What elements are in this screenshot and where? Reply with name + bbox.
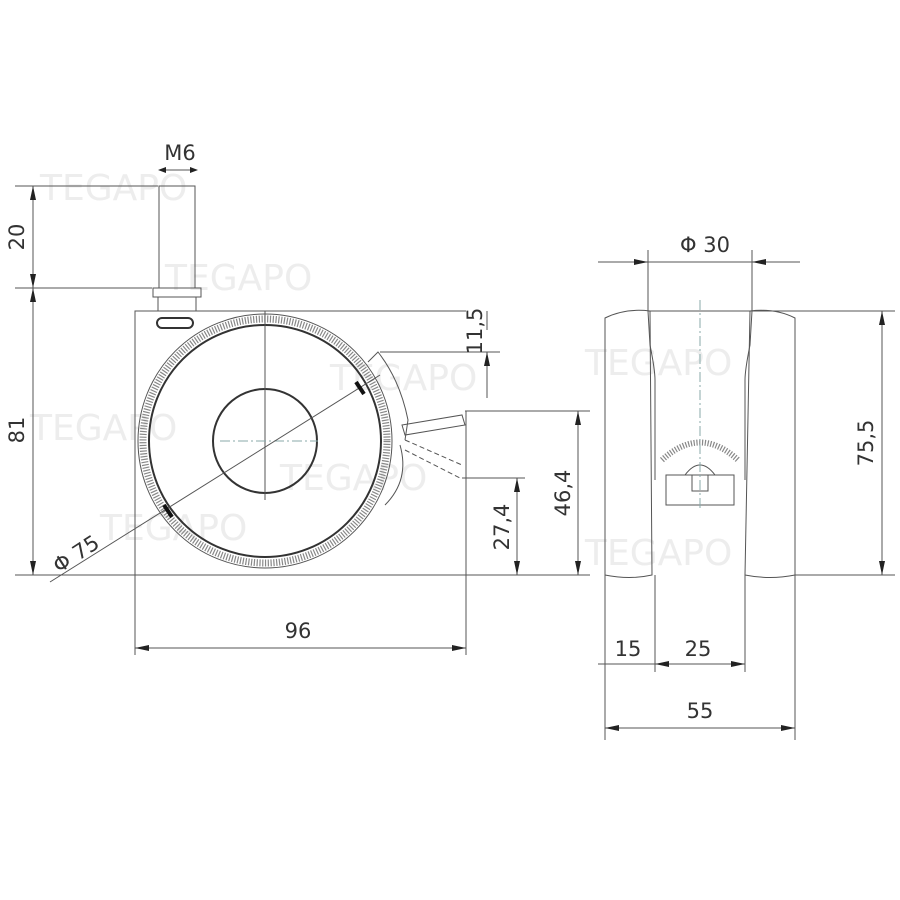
- dim-label-brake-lower: 27,4: [490, 504, 514, 551]
- front-view: Φ 30 75,5 15 25 55: [598, 233, 895, 740]
- watermark: TEGAPO: [29, 408, 177, 449]
- watermark: TEGAPO: [584, 533, 732, 574]
- dim-label-wheel-height: 75,5: [854, 420, 878, 467]
- dim-thread: M6: [158, 141, 198, 173]
- dim-label-hub-diameter: Φ 30: [680, 233, 730, 257]
- dim-brake-upper: 46,4: [465, 410, 590, 655]
- dim-stem-and-height: 20 81: [5, 185, 158, 576]
- wheel: [137, 311, 393, 569]
- dim-label-stem-length: 20: [5, 224, 29, 251]
- dim-brake-lower: 27,4: [462, 477, 525, 575]
- dim-label-total-width: 55: [687, 699, 714, 723]
- watermark: TEGAPO: [164, 258, 312, 299]
- dim-tire-and-fork-width: 15 25: [598, 575, 746, 740]
- dim-label-fork-width: 25: [685, 637, 712, 661]
- dim-label-tire-width: 15: [615, 637, 642, 661]
- watermarks: TEGAPO TEGAPO TEGAPO TEGAPO TEGAPO TEGAP…: [29, 168, 732, 574]
- fork: [647, 300, 753, 510]
- dim-wheel-height: 75,5: [750, 310, 895, 576]
- dim-label-offset-length: 96: [285, 619, 312, 643]
- housing-outline: [134, 310, 466, 575]
- brake-lever: [367, 351, 466, 506]
- dim-label-total-height: 81: [5, 417, 29, 444]
- watermark: TEGAPO: [584, 343, 732, 384]
- dim-label-brake-upper: 46,4: [551, 470, 575, 517]
- dim-label-thread: M6: [164, 141, 195, 165]
- dim-hub-diameter: Φ 30: [598, 233, 800, 311]
- dim-total-width: 55: [605, 575, 796, 740]
- dim-offset-length: 96: [134, 574, 466, 655]
- watermark: TEGAPO: [39, 168, 187, 209]
- dim-label-wheel-diameter: Φ 75: [49, 530, 104, 577]
- side-view: M6 20 81 Φ 75 11,5: [5, 141, 590, 655]
- threaded-stem: [152, 185, 202, 329]
- dim-brake-offset: 11,5: [380, 308, 500, 398]
- dim-label-brake-offset: 11,5: [463, 308, 487, 355]
